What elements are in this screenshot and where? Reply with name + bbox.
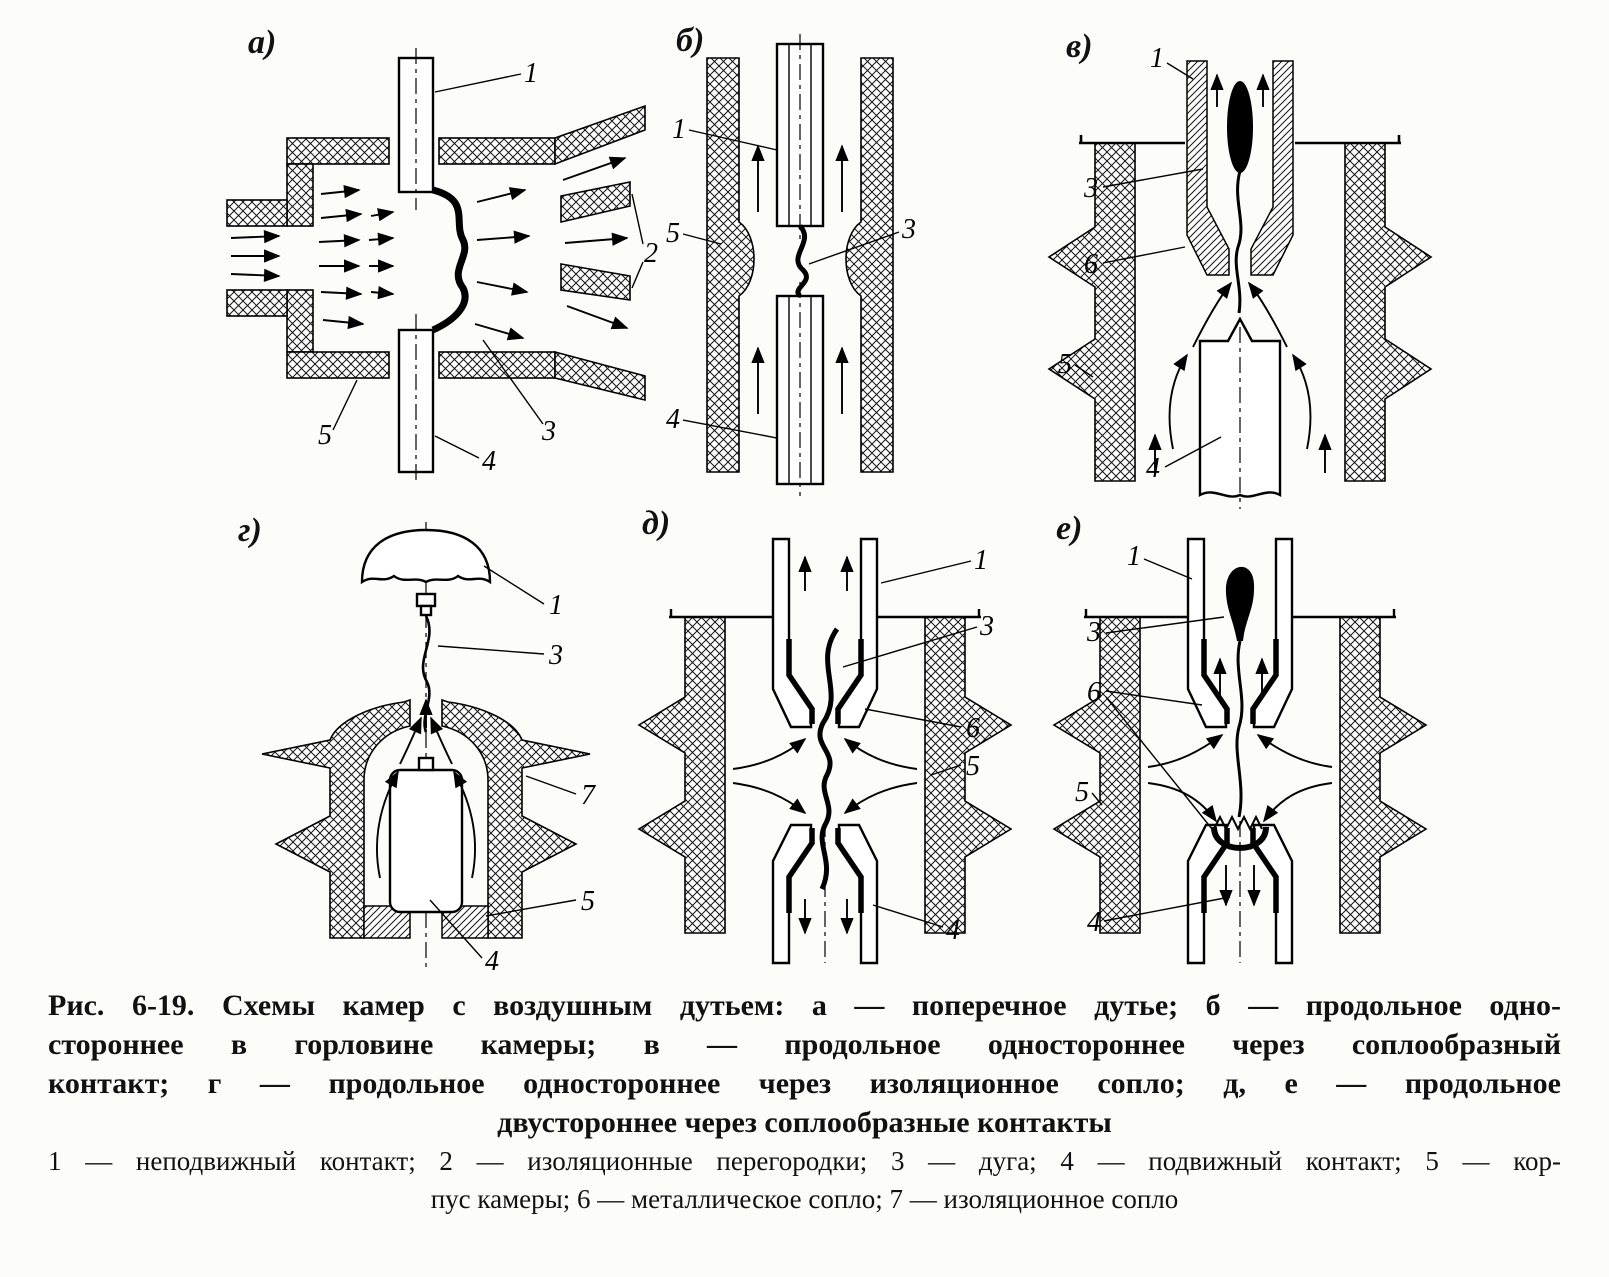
moving-contact (775, 282, 825, 496)
metal-nozzle-lower (1201, 828, 1230, 913)
moving-contact-tube (1186, 814, 1294, 965)
callout-6: 6 (1087, 677, 1101, 708)
insulating-nozzle-body (261, 698, 591, 939)
chamber-body (1047, 142, 1433, 482)
panel-b-label: б) (676, 22, 705, 59)
callout-4: 4 (1146, 453, 1160, 484)
panel-d-label: д) (642, 505, 671, 542)
callout-2: 2 (644, 238, 658, 269)
callout-3: 3 (979, 611, 994, 642)
arc (1225, 566, 1255, 818)
panel-v-label: в) (1066, 28, 1093, 65)
callout-1: 1 (549, 590, 563, 621)
arc (817, 627, 840, 891)
metal-nozzle-upper (1201, 639, 1230, 724)
panel-e-drawing: 1 3 6 5 4 (1052, 537, 1428, 965)
callout-3: 3 (541, 416, 556, 447)
callouts: 1 2 3 4 5 (318, 58, 658, 477)
callout-6: 6 (1084, 249, 1098, 280)
fixed-contact-tube (1186, 537, 1294, 729)
figure-legend: 1 — неподвижный контакт; 2 — изоляционны… (48, 1142, 1561, 1218)
callout-1: 1 (672, 114, 686, 145)
callout-3: 3 (1083, 173, 1098, 204)
callout-5: 5 (666, 218, 680, 249)
flow-arrows (751, 144, 849, 414)
caption-line-4: двустороннее через соплообразные контакт… (497, 1106, 1112, 1139)
flow-arrows (1148, 73, 1332, 473)
callout-5: 5 (1075, 777, 1089, 808)
callout-5: 5 (581, 886, 595, 917)
contact-cup (1211, 826, 1269, 851)
flow-arrows (1147, 657, 1333, 907)
panel-d-drawing: 1 3 6 5 4 (637, 537, 1013, 965)
arc (795, 224, 809, 298)
callout-5: 5 (966, 751, 980, 782)
callout-6: 6 (966, 713, 980, 744)
top-flange (1084, 609, 1396, 619)
callout-4: 4 (482, 446, 496, 477)
panel-g-drawing: 1 3 7 5 4 (261, 522, 596, 977)
top-flange (1079, 135, 1401, 145)
flow-arrows (732, 555, 918, 935)
callouts: 1 3 7 5 4 (429, 565, 596, 977)
insulating-barriers (554, 104, 646, 402)
callout-1: 1 (1150, 43, 1164, 74)
chamber-body (226, 137, 556, 379)
contact-stem (415, 592, 437, 617)
arc (419, 615, 433, 733)
fixed-contact (775, 34, 825, 242)
caption-line-3: контакт; г — продольное одностороннее че… (48, 1067, 1561, 1100)
callout-1: 1 (1127, 541, 1141, 572)
panel-e-label: е) (1056, 510, 1083, 547)
callout-3: 3 (901, 214, 916, 245)
metal-nozzle-upper (786, 639, 815, 724)
fixed-contact (397, 48, 435, 210)
panel-a-label: а) (248, 24, 277, 61)
legend-line-2: пус камеры; 6 — металлическое сопло; 7 —… (430, 1184, 1179, 1214)
flow-arrows (230, 156, 629, 341)
fixed-contact-dome (360, 528, 492, 585)
callout-1: 1 (974, 545, 988, 576)
metal-nozzle-lower (786, 828, 815, 913)
panel-a-drawing: 1 2 3 4 5 (226, 48, 658, 484)
fixed-contact-nozzle (1186, 60, 1294, 276)
callout-4: 4 (666, 404, 680, 435)
panel-v-drawing: 1 3 6 5 4 (1047, 43, 1433, 509)
moving-contact (1198, 297, 1282, 509)
arc (1227, 81, 1253, 314)
panel-b-drawing: 1 5 3 4 (666, 34, 916, 496)
flow-arrows (376, 716, 476, 879)
chamber-body (637, 616, 1013, 934)
panel-g-label: г) (238, 512, 262, 549)
top-flange (669, 609, 981, 619)
figure-caption: Рис. 6-19. Схемы камер с воздушным дутье… (48, 986, 1561, 1142)
contact-cup-serration (1213, 814, 1263, 832)
callout-4: 4 (1087, 907, 1101, 938)
callout-4: 4 (946, 915, 960, 946)
moving-contact (388, 756, 464, 914)
chamber-body (706, 57, 894, 473)
callout-1: 1 (524, 58, 538, 89)
callouts: 1 3 6 5 4 (842, 545, 994, 946)
callouts: 1 3 6 5 4 (1058, 43, 1222, 484)
callout-5: 5 (1058, 349, 1072, 380)
fixed-contact-tube (771, 537, 879, 729)
legend-line-1: 1 — неподвижный контакт; 2 — изоляционны… (48, 1146, 1561, 1176)
callouts: 1 5 3 4 (666, 114, 916, 439)
callout-7: 7 (581, 780, 596, 811)
caption-line-1: Рис. 6-19. Схемы камер с воздушным дутье… (48, 989, 1561, 1022)
chamber-body (1052, 616, 1428, 934)
callout-5: 5 (318, 420, 332, 451)
moving-contact-tube (771, 821, 879, 965)
moving-contact (397, 314, 435, 484)
caption-line-2: стороннее в горловине камеры; в — продол… (48, 1028, 1561, 1061)
callout-3: 3 (548, 640, 563, 671)
callouts: 1 3 6 5 4 (1075, 541, 1231, 938)
callout-3: 3 (1086, 617, 1101, 648)
callout-4: 4 (485, 946, 499, 977)
arc (431, 186, 469, 334)
